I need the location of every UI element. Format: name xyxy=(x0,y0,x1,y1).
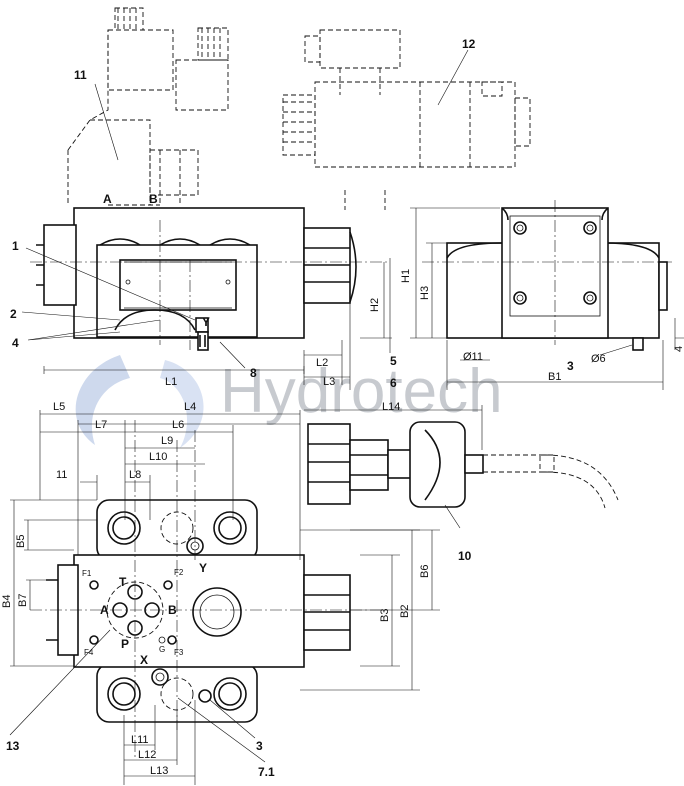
dim-h1: H1 xyxy=(400,269,412,283)
dim-l5: L5 xyxy=(53,401,65,413)
port-f1: F1 xyxy=(82,569,92,578)
dim-4: 4 xyxy=(673,346,684,352)
dim-b3: B3 xyxy=(379,609,391,622)
callout-5: 5 xyxy=(390,354,397,368)
port-f3: F3 xyxy=(174,648,184,657)
cable-connector xyxy=(304,405,619,529)
dim-l10: L10 xyxy=(149,451,167,463)
callout-8: 8 xyxy=(250,366,257,380)
dim-b1: B1 xyxy=(548,371,561,383)
dim-b4: B4 xyxy=(1,595,13,608)
port-g: G xyxy=(159,645,165,654)
port-b: B xyxy=(168,603,177,617)
solenoid-top-right xyxy=(282,29,531,210)
dim-h3: H3 xyxy=(419,286,431,300)
callout-3-bottom: 3 xyxy=(256,739,263,753)
port-t: T xyxy=(119,575,127,589)
callout-12: 12 xyxy=(462,37,476,51)
dim-b2: B2 xyxy=(399,605,411,618)
callout-4: 4 xyxy=(12,336,19,350)
port-x: X xyxy=(140,653,148,667)
callout-2: 2 xyxy=(10,307,17,321)
dim-l2: L2 xyxy=(316,357,328,369)
port-p: P xyxy=(121,637,129,651)
dim-11: 11 xyxy=(56,469,67,481)
port-f4: F4 xyxy=(84,648,94,657)
callout-6: 6 xyxy=(390,376,397,390)
callout-1: 1 xyxy=(12,239,19,253)
port-a-top: A xyxy=(103,192,112,206)
dim-b6: B6 xyxy=(419,565,431,578)
port-b-top: B xyxy=(149,192,158,206)
dim-l11: L11 xyxy=(131,734,149,746)
end-view xyxy=(410,200,684,390)
callout-labels: 11 12 1 2 4 8 5 6 3 10 13 3 7.1 xyxy=(6,37,574,779)
watermark-text: Hydrotech xyxy=(220,357,503,426)
callout-7-1: 7.1 xyxy=(258,765,275,779)
dim-l13: L13 xyxy=(150,765,168,777)
dim-l14: L14 xyxy=(382,401,400,413)
dim-l12: L12 xyxy=(138,749,156,761)
port-f2: F2 xyxy=(174,568,184,577)
callout-13: 13 xyxy=(6,739,20,753)
dim-b7: B7 xyxy=(17,594,29,607)
side-view xyxy=(30,7,392,390)
dimension-labels: L1 L2 L3 H2 H1 H3 Ø11 Ø6 4 B1 L14 L5 L4 … xyxy=(1,269,684,777)
dim-l1: L1 xyxy=(165,376,177,388)
dim-d6: Ø6 xyxy=(591,353,606,365)
port-y-plan: Y xyxy=(199,561,207,575)
dim-l4: L4 xyxy=(184,401,196,413)
port-y-side: Y xyxy=(202,315,210,329)
callout-10: 10 xyxy=(458,549,472,563)
port-labels: A B Y Y T A B P X F1 F2 F3 F4 G xyxy=(82,192,210,667)
dim-l7: L7 xyxy=(95,419,107,431)
dim-b5: B5 xyxy=(15,535,27,548)
dim-l3: L3 xyxy=(323,376,335,388)
dim-l9: L9 xyxy=(161,435,173,447)
callout-leaders xyxy=(21,49,469,369)
callout-3-top: 3 xyxy=(567,359,574,373)
dim-h2: H2 xyxy=(369,298,381,312)
plan-view xyxy=(9,410,440,785)
dim-l8: L8 xyxy=(129,469,141,481)
dim-d11: Ø11 xyxy=(463,351,483,363)
dim-l6: L6 xyxy=(172,419,184,431)
port-a: A xyxy=(100,603,109,617)
watermark-logo: Hydrotech xyxy=(75,355,503,448)
callout-11: 11 xyxy=(74,68,87,82)
